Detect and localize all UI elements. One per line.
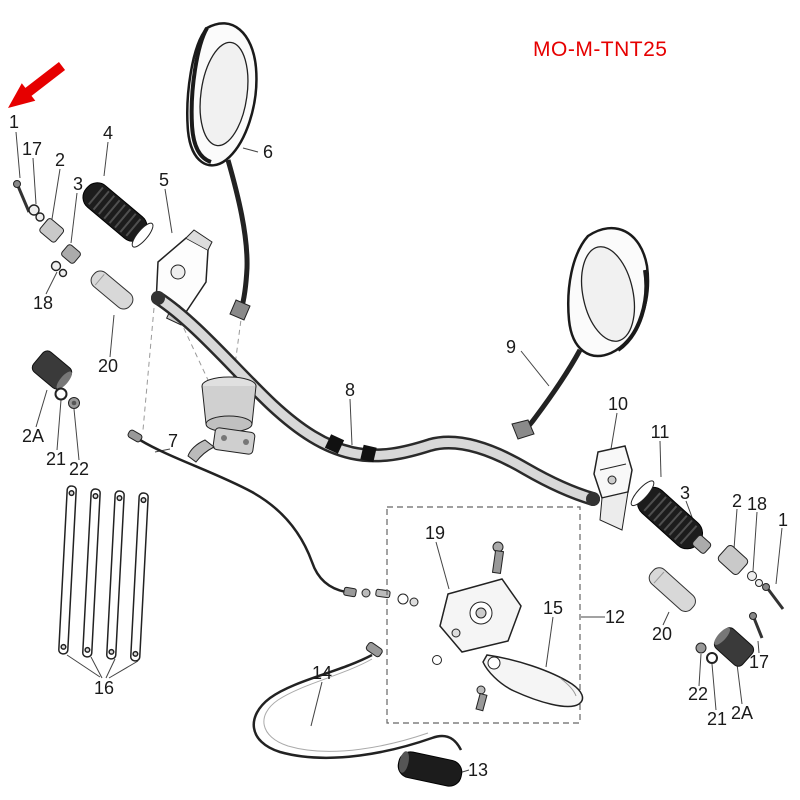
part-label-17-28: 17 — [748, 652, 770, 672]
tube-20-left — [90, 270, 134, 310]
cap-2-right — [717, 545, 749, 575]
diagram-code-title: MO-M-TNT25 — [533, 38, 668, 61]
part-label-16-14: 16 — [93, 678, 115, 698]
part-label-2-2: 2 — [54, 150, 66, 170]
grip-end-13 — [397, 751, 463, 787]
part-label-13-16: 13 — [467, 760, 489, 780]
nut-22-left — [68, 397, 80, 409]
part-label-18-5: 18 — [32, 293, 54, 313]
fasteners-right-bottom — [695, 612, 764, 667]
part-label-20-27: 20 — [651, 624, 673, 644]
part-label-10-21: 10 — [607, 394, 629, 414]
part-label-6-11: 6 — [262, 142, 274, 162]
brake-lever-15 — [482, 654, 584, 708]
nut-22-right — [695, 642, 707, 654]
washers-17-left — [28, 204, 45, 222]
part-label-2-24: 2 — [731, 491, 743, 511]
part-label-3-23: 3 — [679, 483, 691, 503]
part-label-7-12: 7 — [167, 431, 179, 451]
handlebar-8 — [151, 291, 600, 506]
part-label-21-30: 21 — [706, 709, 728, 729]
part-label-8-13: 8 — [344, 380, 356, 400]
part-label-2a-7: 2A — [21, 426, 45, 446]
switch-housing-10 — [593, 445, 633, 531]
bar-end-2A-right — [713, 627, 755, 667]
bolt-1-right — [766, 588, 785, 610]
grip-11 — [630, 480, 704, 550]
part-label-3-3: 3 — [72, 174, 84, 194]
part-label-20-6: 20 — [97, 356, 119, 376]
nut-3-right — [692, 534, 712, 554]
cap-2-left — [39, 218, 65, 243]
cable-14 — [252, 641, 463, 760]
throttle-assembly-19 — [432, 541, 522, 712]
circlip-21-right — [706, 652, 718, 664]
master-cylinder — [187, 376, 257, 463]
washers-18-left — [50, 260, 68, 278]
nut-3-left — [61, 244, 81, 264]
part-label-14-15: 14 — [311, 663, 333, 683]
red-arrow-icon — [8, 62, 66, 108]
part-label-12-19: 12 — [604, 607, 626, 627]
part-label-5-10: 5 — [158, 170, 170, 190]
part-label-17-1: 17 — [21, 139, 43, 159]
fasteners-right-top — [692, 534, 785, 610]
bolt-17-right — [752, 617, 764, 639]
part-label-1-0: 1 — [8, 112, 20, 132]
tube-20-right — [648, 567, 696, 612]
part-label-21-8: 21 — [45, 449, 67, 469]
circlip-21-left — [54, 387, 68, 401]
bar-end-2A-left — [31, 350, 73, 390]
washer-18-right-a — [747, 571, 757, 581]
part-label-22-9: 22 — [68, 459, 90, 479]
bolt-1-left — [13, 180, 31, 213]
part-label-1-26: 1 — [777, 510, 789, 530]
part-label-15-18: 15 — [542, 598, 564, 618]
mirror-9 — [511, 226, 650, 440]
dashed-box-12 — [386, 506, 581, 724]
part-label-2a-31: 2A — [730, 703, 754, 723]
part-label-9-20: 9 — [505, 337, 517, 357]
clamp-strips-16 — [58, 485, 149, 662]
part-label-11-22: 11 — [650, 422, 670, 442]
part-label-19-17: 19 — [424, 523, 446, 543]
part-label-18-25: 18 — [746, 494, 768, 514]
part-label-22-29: 22 — [687, 684, 709, 704]
part-label-4-4: 4 — [102, 123, 114, 143]
washer-18-right-b — [755, 579, 763, 587]
mirror-6 — [186, 22, 258, 321]
grip-4-left — [82, 182, 154, 248]
